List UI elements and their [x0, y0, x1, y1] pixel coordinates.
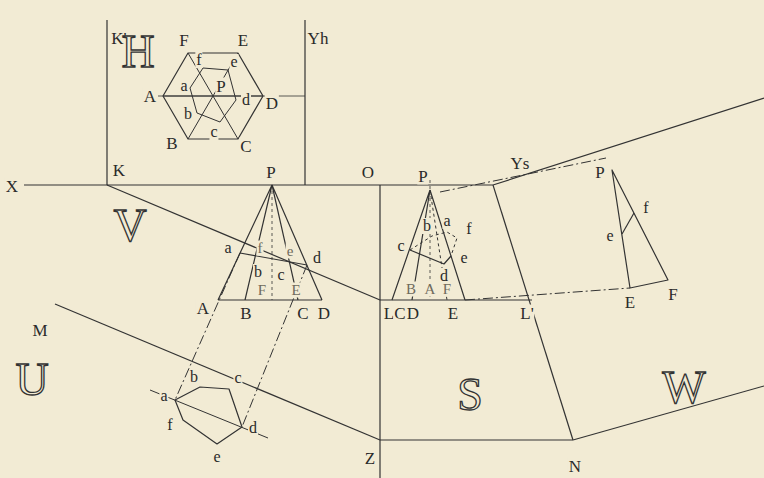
section-point-label: a: [159, 388, 168, 404]
section-point-label: b: [422, 218, 432, 234]
point-label: D: [317, 305, 331, 322]
section-point-label: a: [179, 78, 188, 94]
section-point-label: f: [642, 200, 649, 216]
point-label: C: [296, 305, 309, 322]
section-point-label: e: [459, 250, 468, 266]
point-label: K: [112, 162, 126, 179]
section-point-label: d: [312, 250, 322, 266]
point-label: F: [667, 286, 678, 303]
point-label: X: [5, 178, 19, 195]
view-letter: W: [661, 365, 706, 411]
point-label: P: [594, 164, 605, 181]
section-point-label: e: [212, 449, 221, 465]
point-label: E: [447, 305, 459, 322]
section-point-label: c: [209, 124, 218, 140]
view-letter: U: [14, 357, 49, 403]
point-label: P: [265, 164, 276, 181]
view-letter: V: [112, 203, 147, 249]
point-label: M: [31, 322, 48, 339]
hidden-point-label: B: [405, 282, 417, 297]
point-label: Yh: [307, 30, 330, 47]
hidden-point-label: f: [257, 241, 264, 256]
point-label: L': [519, 305, 534, 322]
section-point-label: f: [465, 221, 472, 237]
section-point-label: b: [253, 264, 263, 280]
view-letter: S: [456, 372, 484, 418]
hidden-point-label: F: [442, 282, 452, 297]
section-point-label: b: [183, 106, 193, 122]
section-point-label: b: [189, 369, 199, 385]
section-point-label: c: [233, 370, 242, 386]
point-label: O: [361, 164, 375, 181]
hidden-point-label: E: [290, 283, 301, 298]
hidden-point-label: e: [286, 244, 295, 259]
point-label: B: [239, 305, 252, 322]
section-point-label: c: [396, 238, 405, 254]
point-label: C: [393, 305, 406, 322]
point-label: E: [624, 294, 636, 311]
point-label: Ys: [510, 155, 531, 172]
section-point-label: c: [276, 267, 285, 283]
section-point-label: a: [223, 240, 232, 256]
point-label: C: [239, 138, 252, 155]
point-label: F: [178, 32, 189, 49]
point-label: N: [568, 458, 582, 475]
point-label: B: [165, 135, 178, 152]
point-label: A: [196, 300, 210, 317]
section-point-label: e: [229, 54, 238, 70]
point-label: D: [406, 305, 420, 322]
point-label: D: [265, 95, 279, 112]
point-label: A: [143, 88, 157, 105]
hidden-point-label: A: [424, 282, 437, 297]
view-letter: H: [120, 29, 155, 75]
section-point-label: d: [248, 420, 258, 436]
section-point-label: d: [241, 92, 251, 108]
point-label: P: [417, 168, 428, 185]
point-label: Z: [364, 450, 376, 467]
section-point-label: f: [166, 417, 173, 433]
point-label: P: [215, 78, 226, 95]
section-point-label: e: [605, 228, 614, 244]
section-point-label: f: [195, 52, 202, 68]
point-label: E: [237, 32, 249, 49]
section-point-label: a: [442, 213, 451, 229]
hidden-point-label: F: [257, 283, 267, 298]
